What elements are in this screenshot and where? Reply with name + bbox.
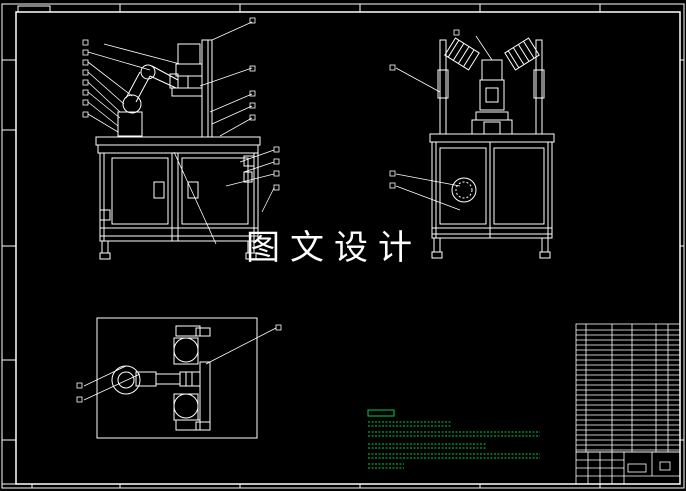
drawing-frame [1,3,685,489]
title-block [575,451,681,485]
top-view-leaders [76,324,282,403]
side-view-leaders [389,29,493,211]
top-view [96,317,258,439]
technical-notes [367,409,540,469]
front-view-leaders [82,17,280,245]
side-view [429,37,555,259]
parts-list-table [575,323,681,453]
front-view [95,39,261,260]
watermark-text: 图文设计 [246,228,422,268]
